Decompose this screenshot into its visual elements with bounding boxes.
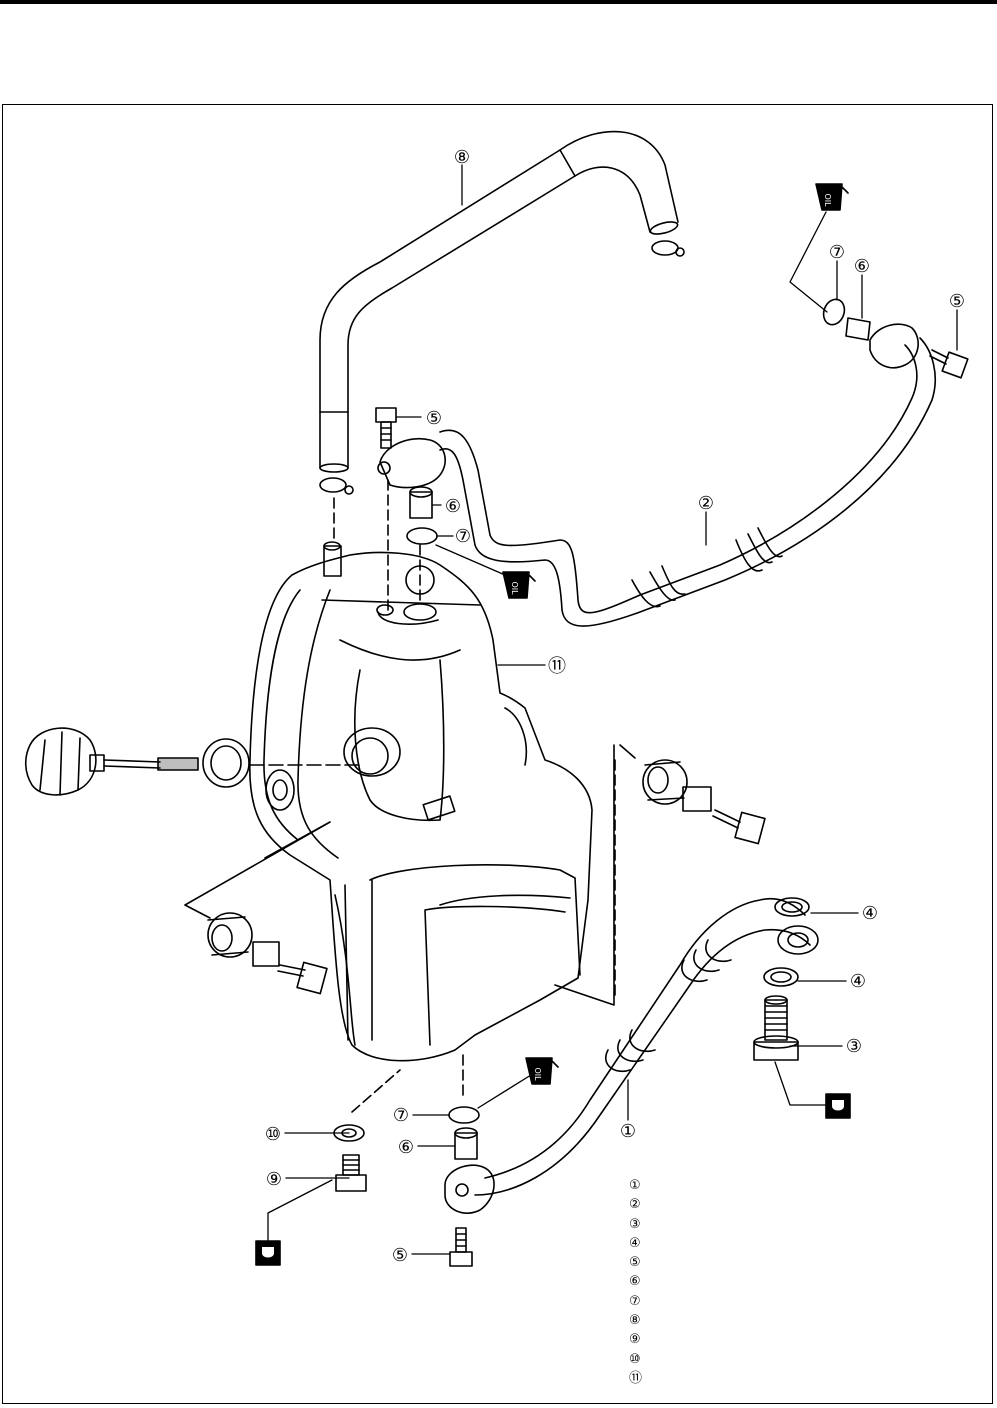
callout-5: ⑤ bbox=[949, 291, 965, 312]
spacer-right bbox=[682, 786, 712, 812]
bolt-tank-right bbox=[712, 809, 766, 845]
diagram-frame bbox=[2, 104, 993, 1404]
oil-hose-lower bbox=[444, 897, 819, 1214]
mount-bracket-right bbox=[554, 744, 636, 1006]
grommet-right bbox=[642, 759, 688, 805]
bolt-top-left bbox=[375, 407, 397, 449]
collar-top bbox=[409, 486, 433, 519]
legend-item: ⑥ bbox=[629, 1274, 641, 1290]
legend-item: ⑦ bbox=[629, 1293, 641, 1309]
oil-label: OIL bbox=[823, 193, 832, 207]
callout-9: ⑨ bbox=[266, 1169, 282, 1190]
callout-11: ⑪ bbox=[548, 656, 566, 677]
torque-wrench-icon bbox=[255, 1240, 281, 1266]
oil-symbol-icon: OIL bbox=[525, 1057, 559, 1085]
legend-item: ⑤ bbox=[629, 1255, 641, 1271]
callout-7: ⑦ bbox=[455, 526, 471, 547]
callout-4: ④ bbox=[850, 971, 866, 992]
callout-10: ⑩ bbox=[265, 1124, 281, 1145]
callout-7: ⑦ bbox=[829, 242, 845, 263]
spacer-left bbox=[252, 941, 280, 967]
oil-tank bbox=[249, 541, 593, 1062]
hose-clip-bottom bbox=[319, 477, 354, 495]
oil-label: OIL bbox=[510, 581, 519, 595]
parts-legend: ① ② ③ ④ ⑤ ⑥ ⑦ ⑧ ⑨ ⑩ ⑪ bbox=[629, 1176, 642, 1388]
grommet-left bbox=[207, 912, 253, 958]
legend-item: ⑩ bbox=[629, 1351, 641, 1367]
legend-item: ⑪ bbox=[629, 1370, 643, 1386]
callout-6: ⑥ bbox=[445, 496, 461, 517]
legend-item: ⑨ bbox=[629, 1332, 641, 1348]
legend-item: ① bbox=[629, 1178, 641, 1193]
callout-2: ② bbox=[698, 493, 714, 514]
oil-hose-upper bbox=[377, 323, 936, 627]
o-ring-top bbox=[406, 527, 438, 545]
callout-7: ⑦ bbox=[393, 1105, 409, 1126]
union-bolt bbox=[753, 995, 799, 1061]
washer-upper bbox=[774, 897, 810, 917]
torque-wrench-icon bbox=[825, 1093, 851, 1119]
legend-item: ② bbox=[629, 1197, 641, 1213]
dipstick-cap bbox=[24, 727, 199, 796]
legend-item: ③ bbox=[629, 1216, 641, 1232]
filler-o-ring bbox=[202, 738, 250, 788]
mount-bracket-left bbox=[184, 821, 331, 919]
callout-6: ⑥ bbox=[398, 1137, 414, 1158]
callout-4: ④ bbox=[862, 903, 878, 924]
drain-bolt bbox=[335, 1154, 367, 1192]
bolt-tank-left bbox=[277, 961, 328, 995]
callout-1: ① bbox=[620, 1121, 636, 1142]
callout-3: ③ bbox=[846, 1036, 862, 1057]
callout-leaders bbox=[267, 164, 958, 1255]
alignment-line bbox=[351, 1069, 401, 1113]
oil-label: OIL bbox=[533, 1067, 542, 1081]
legend-item: ④ bbox=[629, 1235, 641, 1251]
collar-bottom bbox=[454, 1127, 478, 1160]
bolt-bottom bbox=[449, 1227, 473, 1267]
callout-5: ⑤ bbox=[426, 408, 442, 429]
collar-right bbox=[845, 317, 871, 341]
breather-hose bbox=[319, 130, 679, 473]
hose-clip-top bbox=[651, 240, 685, 257]
oil-symbol-icon: OIL bbox=[502, 571, 536, 599]
washer-lower bbox=[763, 967, 799, 987]
bolt-top-right bbox=[929, 349, 969, 379]
oil-symbol-icon: OIL bbox=[815, 183, 849, 211]
callout-5: ⑤ bbox=[392, 1245, 408, 1266]
legend-item: ⑧ bbox=[629, 1313, 641, 1329]
page-top-rule bbox=[0, 0, 997, 4]
callout-6: ⑥ bbox=[854, 256, 870, 277]
o-ring-bottom bbox=[448, 1106, 480, 1124]
o-ring-right bbox=[822, 298, 846, 326]
callout-8: ⑧ bbox=[454, 147, 470, 168]
